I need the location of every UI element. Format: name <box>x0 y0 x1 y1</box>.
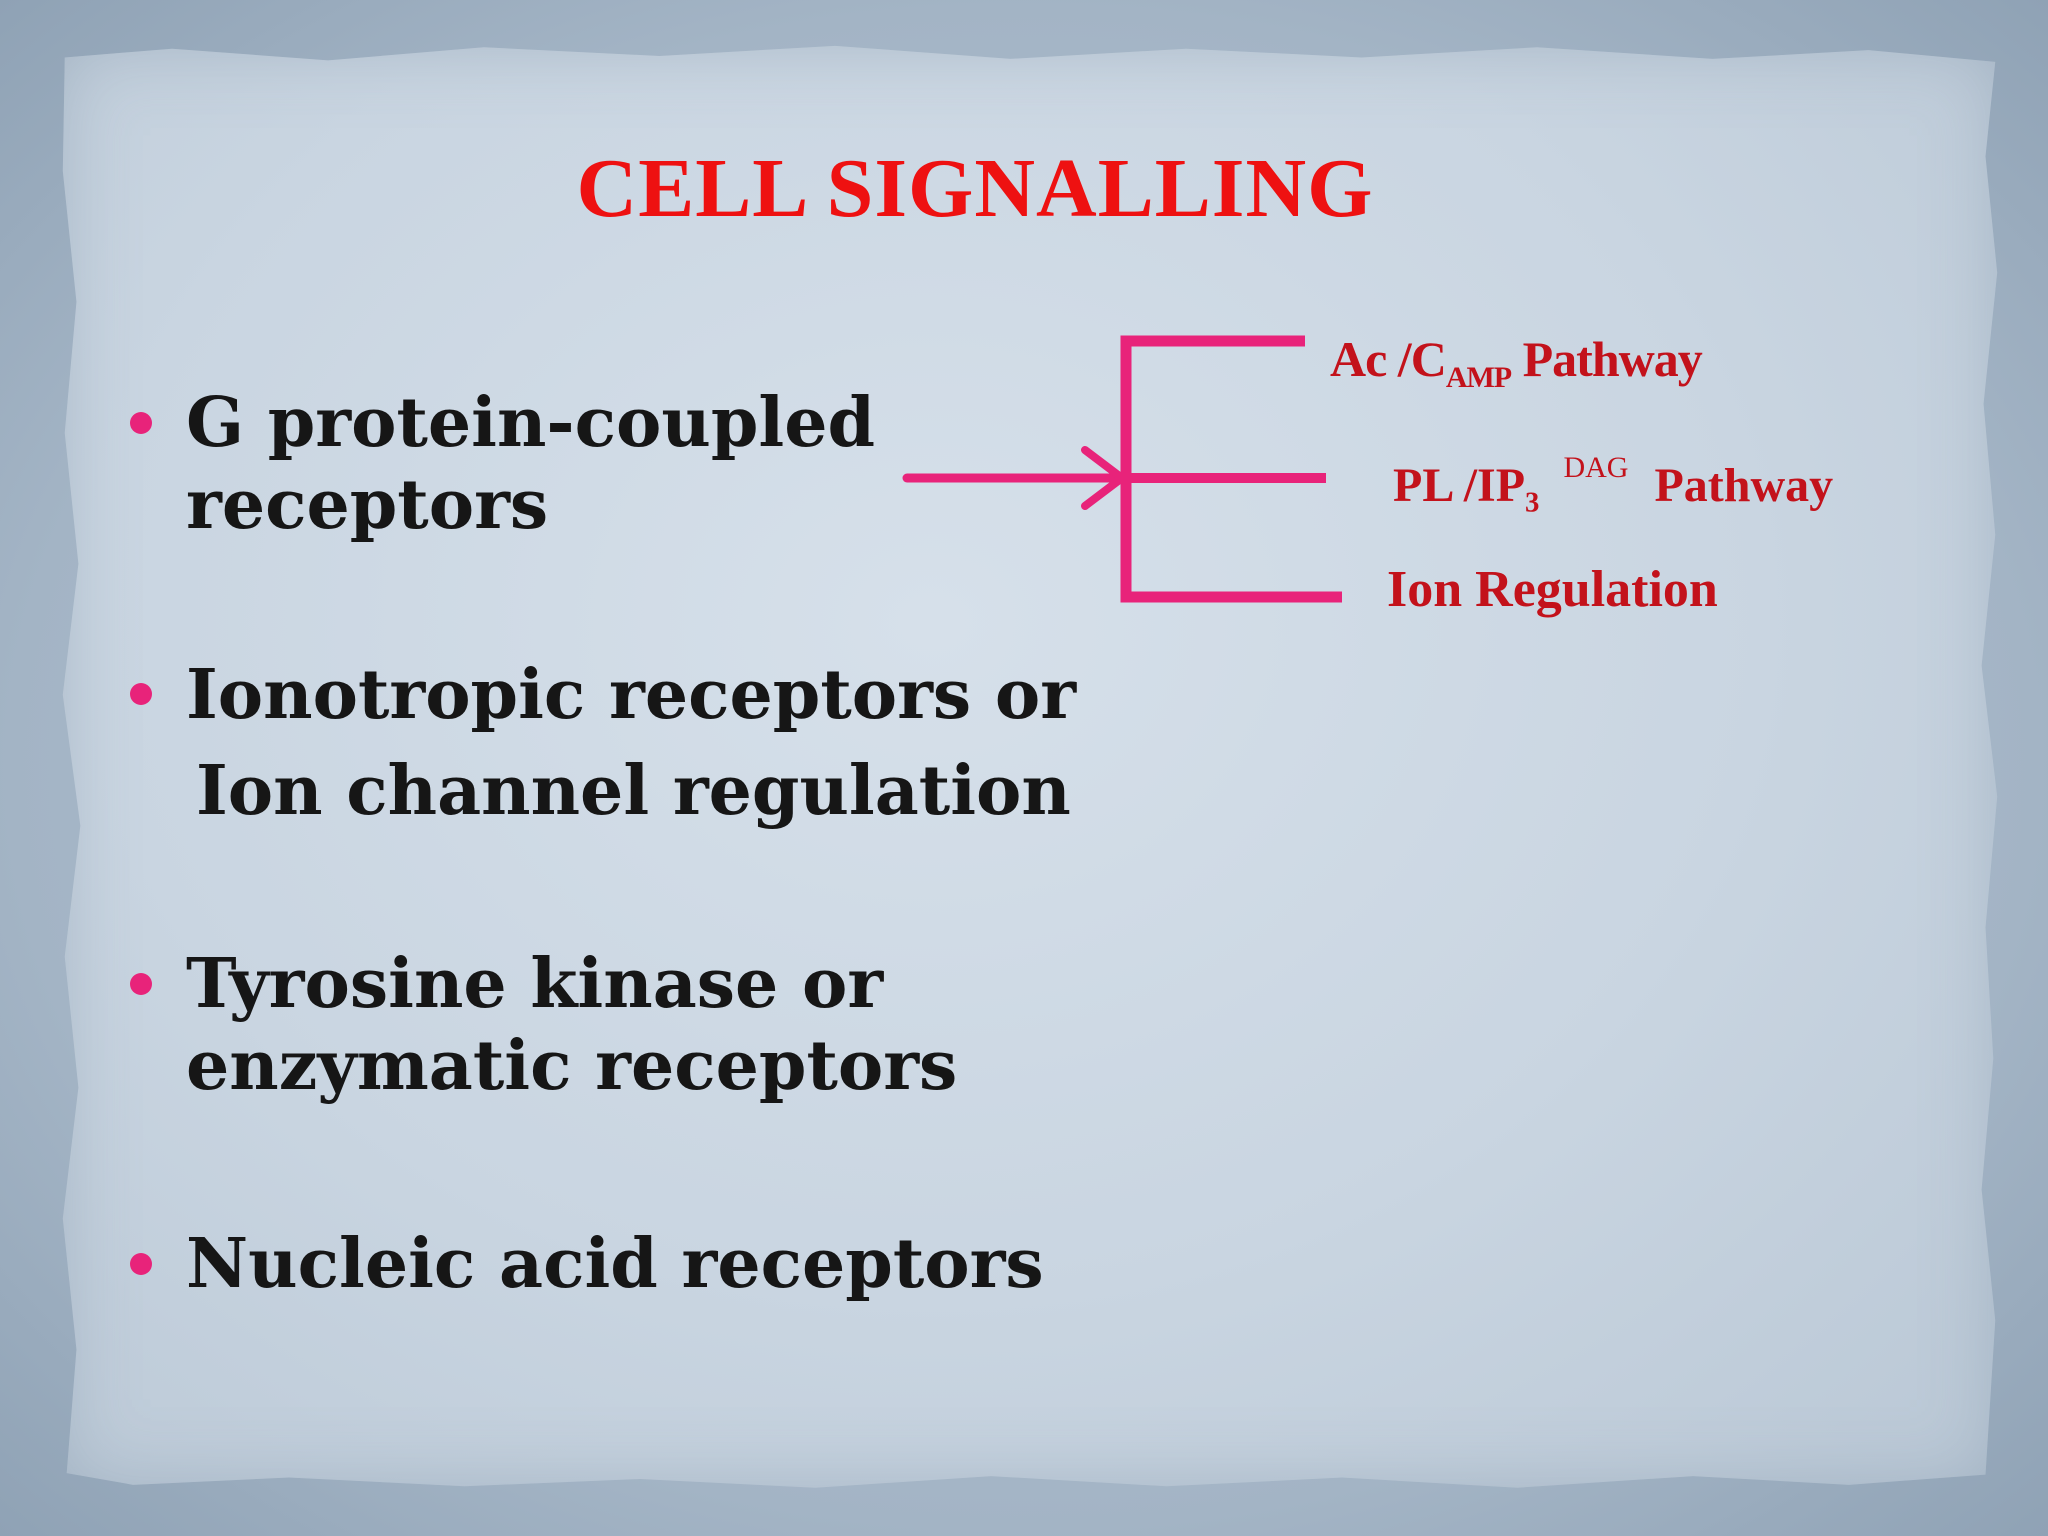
pathway-label-camp: Ac /CAMP Pathway <box>1330 330 1703 395</box>
bullet-dot-icon <box>130 683 152 705</box>
plip-suffix: Pathway <box>1654 459 1834 512</box>
bullet-line-2: enzymatic receptors <box>186 1026 958 1106</box>
bullet-line-1: G protein-coupled <box>186 383 876 463</box>
camp-suffix: Pathway <box>1511 331 1703 387</box>
pathway-label-ion: Ion Regulation <box>1387 561 1718 618</box>
bullet-line-2: receptors <box>186 465 549 545</box>
bullet-dot-icon <box>130 412 152 434</box>
slide-title: CELL SIGNALLING <box>576 142 1374 235</box>
bullet-line-1: Nucleic acid receptors <box>186 1224 1044 1304</box>
torn-paper-background <box>62 45 1998 1488</box>
pathway-label-plip: PL /IP3 DAG Pathway <box>1393 451 1834 520</box>
bullet-text: G protein-coupled receptors <box>186 382 875 546</box>
plip-subscript: 3 <box>1525 486 1540 519</box>
plip-superscript: DAG <box>1563 451 1629 484</box>
bullet-text: Tyrosine kinase or enzymatic receptors <box>186 943 957 1107</box>
bullet-line-1: Tyrosine kinase or <box>186 944 884 1024</box>
bullet-text: Nucleic acid receptors <box>186 1223 1044 1305</box>
bullet-line-2: Ion channel regulation <box>196 751 1071 831</box>
bullet-dot-icon <box>130 973 152 995</box>
bullet-line-1: Ionotropic receptors or <box>186 655 1077 735</box>
bullet-dot-icon <box>130 1253 152 1275</box>
camp-subscript: AMP <box>1445 361 1512 394</box>
bullet-text: Ionotropic receptors or Ion channel regu… <box>186 647 1076 839</box>
plip-prefix: PL /IP <box>1393 459 1526 512</box>
camp-prefix: Ac /C <box>1330 331 1447 387</box>
